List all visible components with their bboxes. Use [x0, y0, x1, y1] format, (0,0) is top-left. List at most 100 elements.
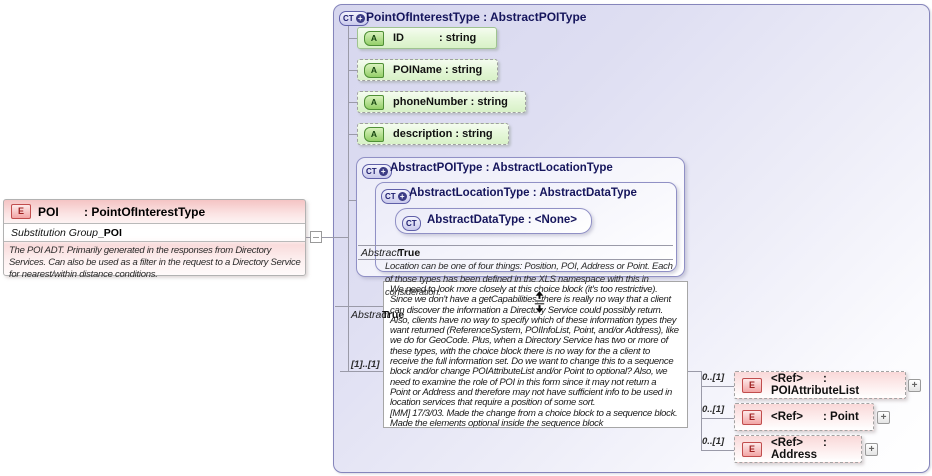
row-separator [358, 245, 673, 246]
doc-line: Point or Address and therefore may not h… [390, 386, 672, 398]
attribute-name: phoneNumber [393, 96, 468, 108]
abstract-value: True [398, 247, 421, 259]
collapse-handle[interactable] [310, 231, 322, 243]
doc-line: We need to look more closely at this cho… [390, 284, 658, 295]
row-separator [358, 259, 673, 260]
attribute-name: POIName [393, 64, 442, 76]
abstractdatatype-title: AbstractDataType : <None> [427, 214, 577, 226]
doc-line: The POI ADT. Primarily generated in the … [9, 245, 272, 256]
doc-line: need to examine the role of POI in this … [390, 376, 657, 388]
attribute-name: description [393, 128, 453, 140]
derived-plus-icon: + [378, 167, 388, 176]
attribute-box-id[interactable]: A ID : string [357, 27, 497, 49]
doc-line: these types, with the choice block there… [390, 345, 650, 357]
doc-line: location services that require a positio… [390, 397, 596, 409]
complex-type-icon: CT+ [339, 8, 369, 26]
attribute-type: : string [470, 96, 508, 108]
ref-box-address[interactable]: E <Ref>: Address [734, 435, 862, 463]
derived-plus-icon: + [397, 192, 407, 201]
poi-element-box[interactable]: E POI: PointOfInterestType Substitution … [3, 199, 306, 280]
element-icon: E [742, 441, 762, 457]
attribute-icon: A [364, 30, 384, 46]
ref-type: : Point [823, 411, 859, 423]
child-cardinality: 0..[1] [702, 436, 725, 447]
substitution-group-label: Substitution Group [11, 226, 98, 239]
poi-connector-line [306, 237, 348, 238]
tree-stub [348, 134, 357, 135]
element-icon: E [742, 409, 762, 425]
ref-name: <Ref> [771, 373, 803, 385]
complex-type-icon: CT [402, 213, 421, 231]
ref-type: : Address [771, 437, 827, 461]
location-doc-line: consideration. [385, 287, 441, 298]
doc-line: Made the elements optional inside the se… [390, 417, 604, 428]
expand-button[interactable]: + [877, 411, 890, 424]
doc-line: we do for GeoCode. Plus, when a Director… [390, 335, 668, 347]
ref-type: : POIAttributeList [771, 373, 860, 397]
attribute-type: : string [444, 64, 483, 76]
ct-icon-label: CT [406, 219, 417, 228]
attribute-box-description[interactable]: A description : string [357, 123, 509, 145]
complex-type-icon: CT+ [362, 161, 392, 179]
attribute-type: : string [439, 32, 477, 44]
doc-line: want returned (ReferenceSystem, POIInfoL… [390, 325, 679, 337]
child-cardinality: 0..[1] [702, 372, 725, 383]
complex-type-icon: CT+ [381, 186, 411, 204]
poi-header: E POI: PointOfInterestType [4, 200, 305, 224]
attribute-type: : string [455, 128, 493, 140]
attribute-box-phonenumber[interactable]: A phoneNumber : string [357, 91, 526, 113]
tree-stub [348, 102, 357, 103]
tree-stub [348, 38, 357, 39]
expand-button[interactable]: + [908, 379, 921, 392]
abstractpoitype-title: AbstractPOIType : AbstractLocationType [390, 162, 613, 174]
child-line [701, 418, 734, 419]
tree-stub [348, 70, 357, 71]
attribute-box-poiname[interactable]: A POIName : string [357, 59, 498, 81]
ct-icon-label: CT [385, 192, 396, 201]
attribute-icon: A [364, 126, 384, 142]
doc-line: [MM] 17/3/03. Made the change from a cho… [390, 407, 678, 419]
substitution-group-value: _POI [97, 226, 122, 239]
doc-line: Services. Can also be used as a filter i… [9, 257, 301, 269]
element-icon: E [11, 204, 31, 219]
doc-line: for nearest/within distance conditions. [9, 269, 158, 281]
child-line [701, 386, 734, 387]
child-cardinality: 0..[1] [702, 404, 725, 415]
annotation-box[interactable]: We need to look more closely at this cho… [383, 281, 688, 428]
expand-button[interactable]: + [865, 443, 878, 456]
location-doc-line: of those types has been defined in the X… [385, 274, 649, 285]
tree-trunk-line [348, 25, 349, 371]
attribute-name: ID [393, 32, 404, 44]
sequence-branch-line [701, 371, 702, 451]
poi-type: : PointOfInterestType [84, 204, 206, 219]
abstract-value: True [382, 309, 405, 321]
move-cursor [531, 290, 548, 319]
doc-line: receive the full information set. Do we … [390, 356, 674, 368]
pointofinteresttype-title: PointOfInterestType : AbstractPOIType [366, 10, 587, 24]
abstract-label: Abstract [361, 247, 400, 259]
doc-line: block and/or change POIAttributeList and… [390, 366, 668, 378]
derived-plus-icon: + [355, 14, 365, 23]
ref-name: <Ref> [771, 411, 803, 423]
child-line [701, 450, 734, 451]
attribute-icon: A [364, 94, 384, 110]
abstractlocationtype-title: AbstractLocationType : AbstractDataType [409, 187, 637, 199]
sequence-cardinality: [1]..[1] [351, 359, 380, 370]
ref-box-poiattributelist[interactable]: E <Ref>: POIAttributeList [734, 371, 906, 399]
doc-line: Also, clients have no way to specify whi… [390, 314, 677, 326]
doc-line: Since we don't have a getCapabilities, t… [390, 294, 671, 306]
doc-line: can discover the information a Directory… [390, 304, 663, 316]
attribute-icon: A [364, 62, 384, 78]
tree-stub [348, 200, 356, 201]
abstract-label: Abstract [351, 309, 390, 321]
poi-documentation: The POI ADT. Primarily generated in the … [4, 242, 305, 282]
ct-icon-label: CT [343, 14, 354, 23]
element-icon: E [742, 377, 762, 393]
abstractdatatype-box[interactable] [395, 208, 592, 234]
ct-icon-label: CT [366, 167, 377, 176]
substitution-group-row: Substitution Group _POI [4, 224, 305, 242]
location-doc-line: Location can be one of four things: Posi… [385, 261, 673, 272]
ref-box-point[interactable]: E <Ref> : Point [734, 403, 874, 431]
ref-name: <Ref> [771, 437, 803, 449]
